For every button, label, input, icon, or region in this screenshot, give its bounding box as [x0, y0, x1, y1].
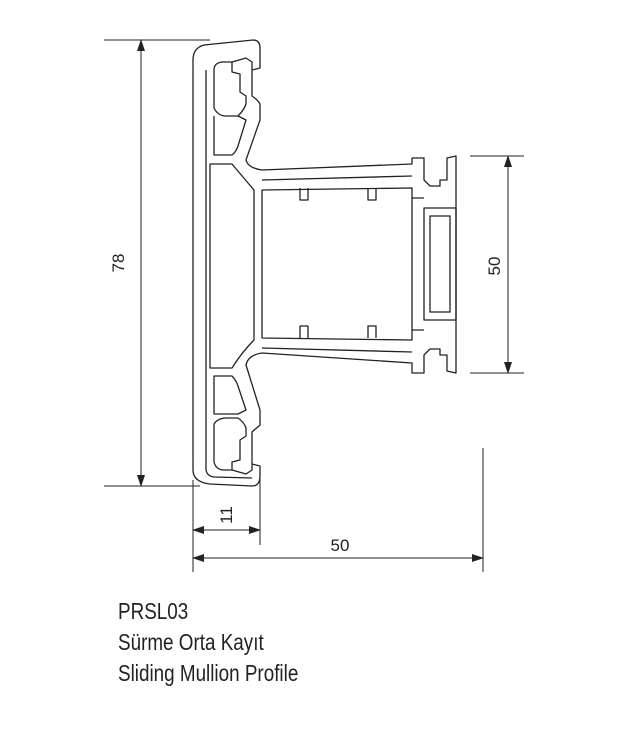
left-vertical-chamber [209, 163, 255, 369]
right-rail-upper [412, 197, 424, 331]
profile-code: PRSL03 [118, 598, 189, 624]
depth-label: 50 [331, 536, 350, 555]
lower-diagonal-chamber [213, 375, 247, 415]
right-cap-inner [429, 215, 451, 313]
profile-name-tr: Sürme Orta Kayıt [118, 629, 264, 655]
profile-inner-wall [205, 70, 253, 479]
height-label: 78 [109, 254, 128, 273]
profile-section [192, 39, 457, 487]
top-hook-chamber [213, 61, 247, 117]
dimension-lines [104, 39, 524, 572]
upper-web [261, 175, 413, 181]
width-label: 50 [485, 257, 504, 276]
lower-web [261, 347, 413, 353]
flange-label: 11 [217, 506, 236, 524]
bottom-hook-slot [231, 464, 253, 475]
upper-nubs [299, 188, 377, 201]
profile-name-en: Sliding Mullion Profile [118, 660, 299, 686]
central-chamber [261, 187, 413, 341]
lower-nubs [299, 325, 377, 338]
top-hook-slot [231, 57, 253, 70]
profile-outer-contour [192, 39, 457, 487]
right-cap-chamber [423, 207, 457, 321]
caption-block: PRSL03 Sürme Orta Kayıt Sliding Mullion … [118, 596, 338, 689]
bottom-hook-chamber [213, 417, 247, 471]
upper-diagonal-chamber [213, 115, 247, 156]
